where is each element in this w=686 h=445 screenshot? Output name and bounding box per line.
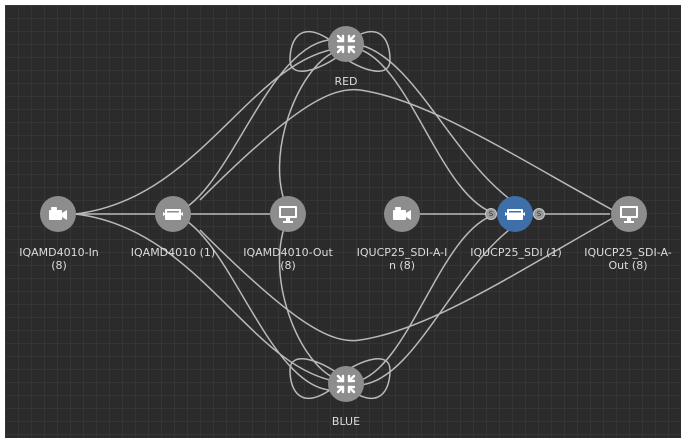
right-port-indicator[interactable]: S (533, 208, 545, 220)
blue-router-label: BLUE (331, 415, 361, 428)
router-icon (336, 34, 356, 54)
iqucp25-sdi-device-node[interactable] (497, 196, 533, 232)
device-icon (505, 209, 525, 220)
red-router-node[interactable] (328, 26, 364, 62)
link-out-to-red (278, 49, 341, 215)
red-router-label: RED (334, 75, 358, 88)
link-in-to-blue (74, 213, 341, 383)
iqamd4010-in-node[interactable] (40, 196, 76, 232)
monitor-icon (620, 206, 638, 223)
iqucp25-sdi-device-label: IQUCP25_SDI (1) (470, 246, 562, 259)
link-in-to-red (74, 47, 341, 215)
link-out-to-blue (278, 213, 341, 381)
device-icon (163, 209, 183, 220)
iqamd4010-device-label: IQAMD4010 (1) (130, 246, 216, 259)
link-ucp-to-red (354, 47, 498, 215)
link-ucp-to-blue (354, 213, 498, 383)
iqamd4010-out-label: IQAMD4010-Out (8) (243, 246, 333, 272)
iqamd4010-device-node[interactable] (155, 196, 191, 232)
camera-icon (49, 207, 67, 220)
link-ucpout-to-dev-blue (199, 213, 621, 342)
link-dev-to-blue (171, 213, 341, 391)
iqucp25-sdi-a-in-node[interactable] (384, 196, 420, 232)
grid-background (5, 5, 681, 438)
left-port-indicator[interactable]: S (485, 208, 497, 220)
monitor-icon (279, 206, 297, 223)
camera-icon (393, 207, 411, 220)
iqamd4010-in-label: IQAMD4010-In (8) (19, 246, 99, 272)
iqamd4010-out-node[interactable] (270, 196, 306, 232)
iqucp25-sdi-a-in-label: IQUCP25_SDI-A-I n (8) (356, 246, 448, 272)
link-ucpout-to-blue (359, 213, 535, 386)
link-dev-to-red (171, 39, 341, 215)
link-ucpout-to-dev-red (199, 88, 621, 215)
iqucp25-sdi-a-out-node[interactable] (611, 196, 647, 232)
router-icon (336, 374, 356, 394)
blue-router-node[interactable] (328, 366, 364, 402)
iqucp25-sdi-a-out-label: IQUCP25_SDI-A- Out (8) (584, 246, 672, 272)
